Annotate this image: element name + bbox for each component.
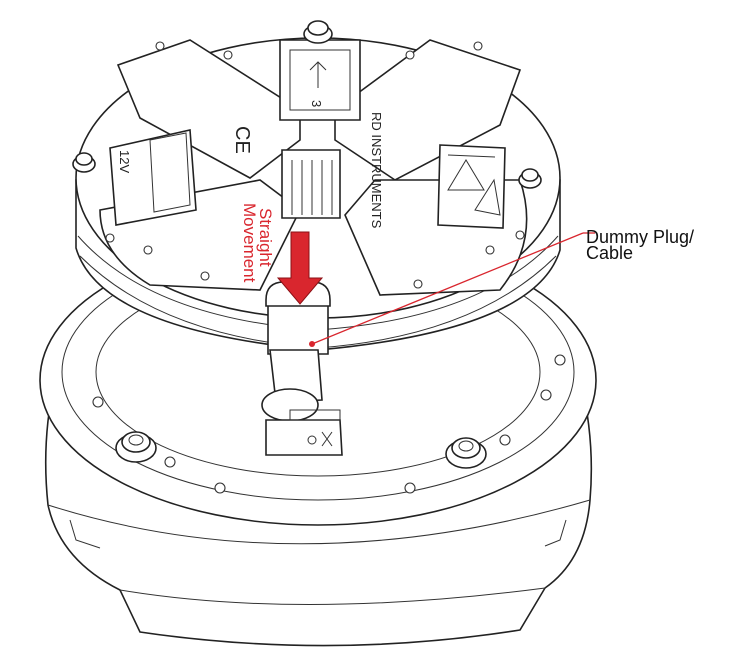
voltage-label: 12V: [117, 150, 132, 173]
base-screw-right: [445, 437, 487, 469]
down-arrow-icon: [276, 231, 324, 305]
callout-label-line2: Cable: [586, 243, 633, 263]
beam-direction-arrow-icon: [309, 61, 327, 88]
movement-label: Movement: [240, 203, 259, 283]
ce-mark: CE: [231, 126, 253, 154]
warning-label-plate: [437, 144, 506, 229]
voltage-label-plate: [109, 129, 197, 226]
callout-leader: [309, 232, 595, 347]
transducer-head: [72, 20, 561, 351]
beam-number-label: 3: [309, 100, 324, 107]
brand-label: RD INSTRUMENTS: [369, 112, 384, 229]
straight-label: Straight: [256, 208, 275, 267]
base-screw-left: [115, 431, 157, 463]
dummy-plug-cable: [261, 281, 343, 456]
connector-receptacle: [281, 149, 341, 219]
callout-label-line1: Dummy Plug/: [586, 227, 694, 247]
